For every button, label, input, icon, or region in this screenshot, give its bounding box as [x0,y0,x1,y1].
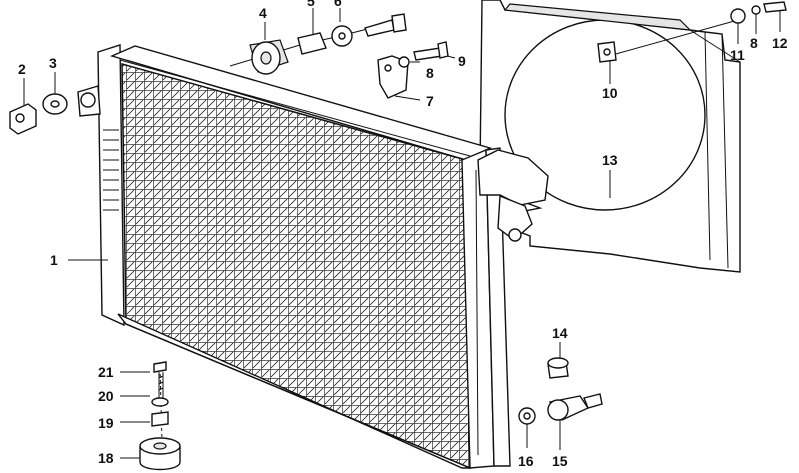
callout-labels: 1 2 3 4 5 6 7 8 8 9 10 11 12 13 14 15 16… [18,0,788,469]
callout-18: 18 [98,450,114,466]
callout-5: 5 [307,0,315,9]
radiator-bottom-rail [117,313,471,469]
callout-15: 15 [552,453,568,469]
clip-nut-part [9,103,37,135]
callout-8b: 8 [750,35,758,51]
callout-6: 6 [334,0,342,9]
radiator-top-rail [109,45,492,161]
callout-16: 16 [518,453,534,469]
plug-part [547,357,569,379]
callout-3: 3 [49,55,57,71]
callout-12: 12 [772,35,788,51]
radiator-left-tank [77,44,125,327]
callout-11: 11 [730,47,745,63]
callout-14: 14 [552,325,568,341]
washer-6-part [331,25,353,47]
speed-nut-part [597,41,617,63]
bolt-part [398,41,449,68]
rubber-mount-part [249,39,289,75]
callout-19: 19 [98,415,114,431]
callout-10: 10 [602,85,618,101]
temperature-switch-part [547,393,603,421]
callout-1: 1 [50,252,58,268]
washer-screw-part [730,1,787,24]
callout-21: 21 [98,364,114,380]
radiator-core [121,63,471,470]
callout-2: 2 [18,61,26,77]
bottom-mount-stack [139,361,181,471]
fan-shroud [479,0,741,273]
callout-7: 7 [426,93,434,109]
callout-8a: 8 [426,65,434,81]
callout-9: 9 [458,53,466,69]
washer-part [42,93,68,115]
radiator-right-tank [461,147,549,469]
callout-20: 20 [98,388,114,404]
callout-4: 4 [259,5,267,21]
sleeve-part [297,32,327,55]
callout-13: 13 [602,152,618,168]
seal-ring-part [518,407,536,425]
screw-part [364,13,407,37]
bracket-part [377,55,409,99]
